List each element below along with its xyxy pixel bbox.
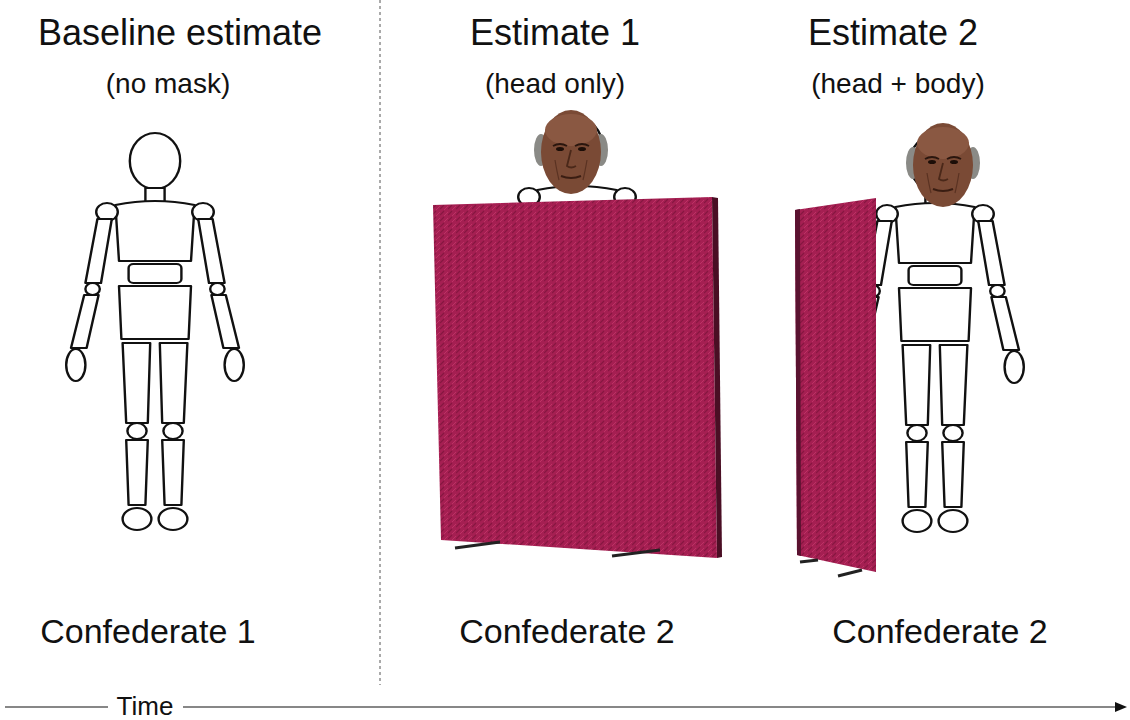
panel-title: Baseline estimate bbox=[38, 12, 322, 53]
face-mask bbox=[906, 123, 980, 207]
divider bbox=[380, 0, 381, 685]
panel-title: Estimate 2 bbox=[808, 12, 978, 53]
condition-label: Confederate 2 bbox=[832, 612, 1048, 651]
mannequin bbox=[66, 133, 244, 530]
panel-subtitle: (head + body) bbox=[811, 68, 985, 100]
screen bbox=[795, 198, 876, 576]
axis-label: Time bbox=[117, 692, 174, 720]
face-mask bbox=[534, 110, 608, 194]
screen bbox=[433, 197, 722, 558]
condition-label: Confederate 2 bbox=[459, 612, 675, 651]
condition-label: Confederate 1 bbox=[40, 612, 256, 651]
panel-title: Estimate 1 bbox=[470, 12, 640, 53]
panel-subtitle: (head only) bbox=[485, 68, 625, 100]
panel-subtitle: (no mask) bbox=[106, 68, 230, 100]
